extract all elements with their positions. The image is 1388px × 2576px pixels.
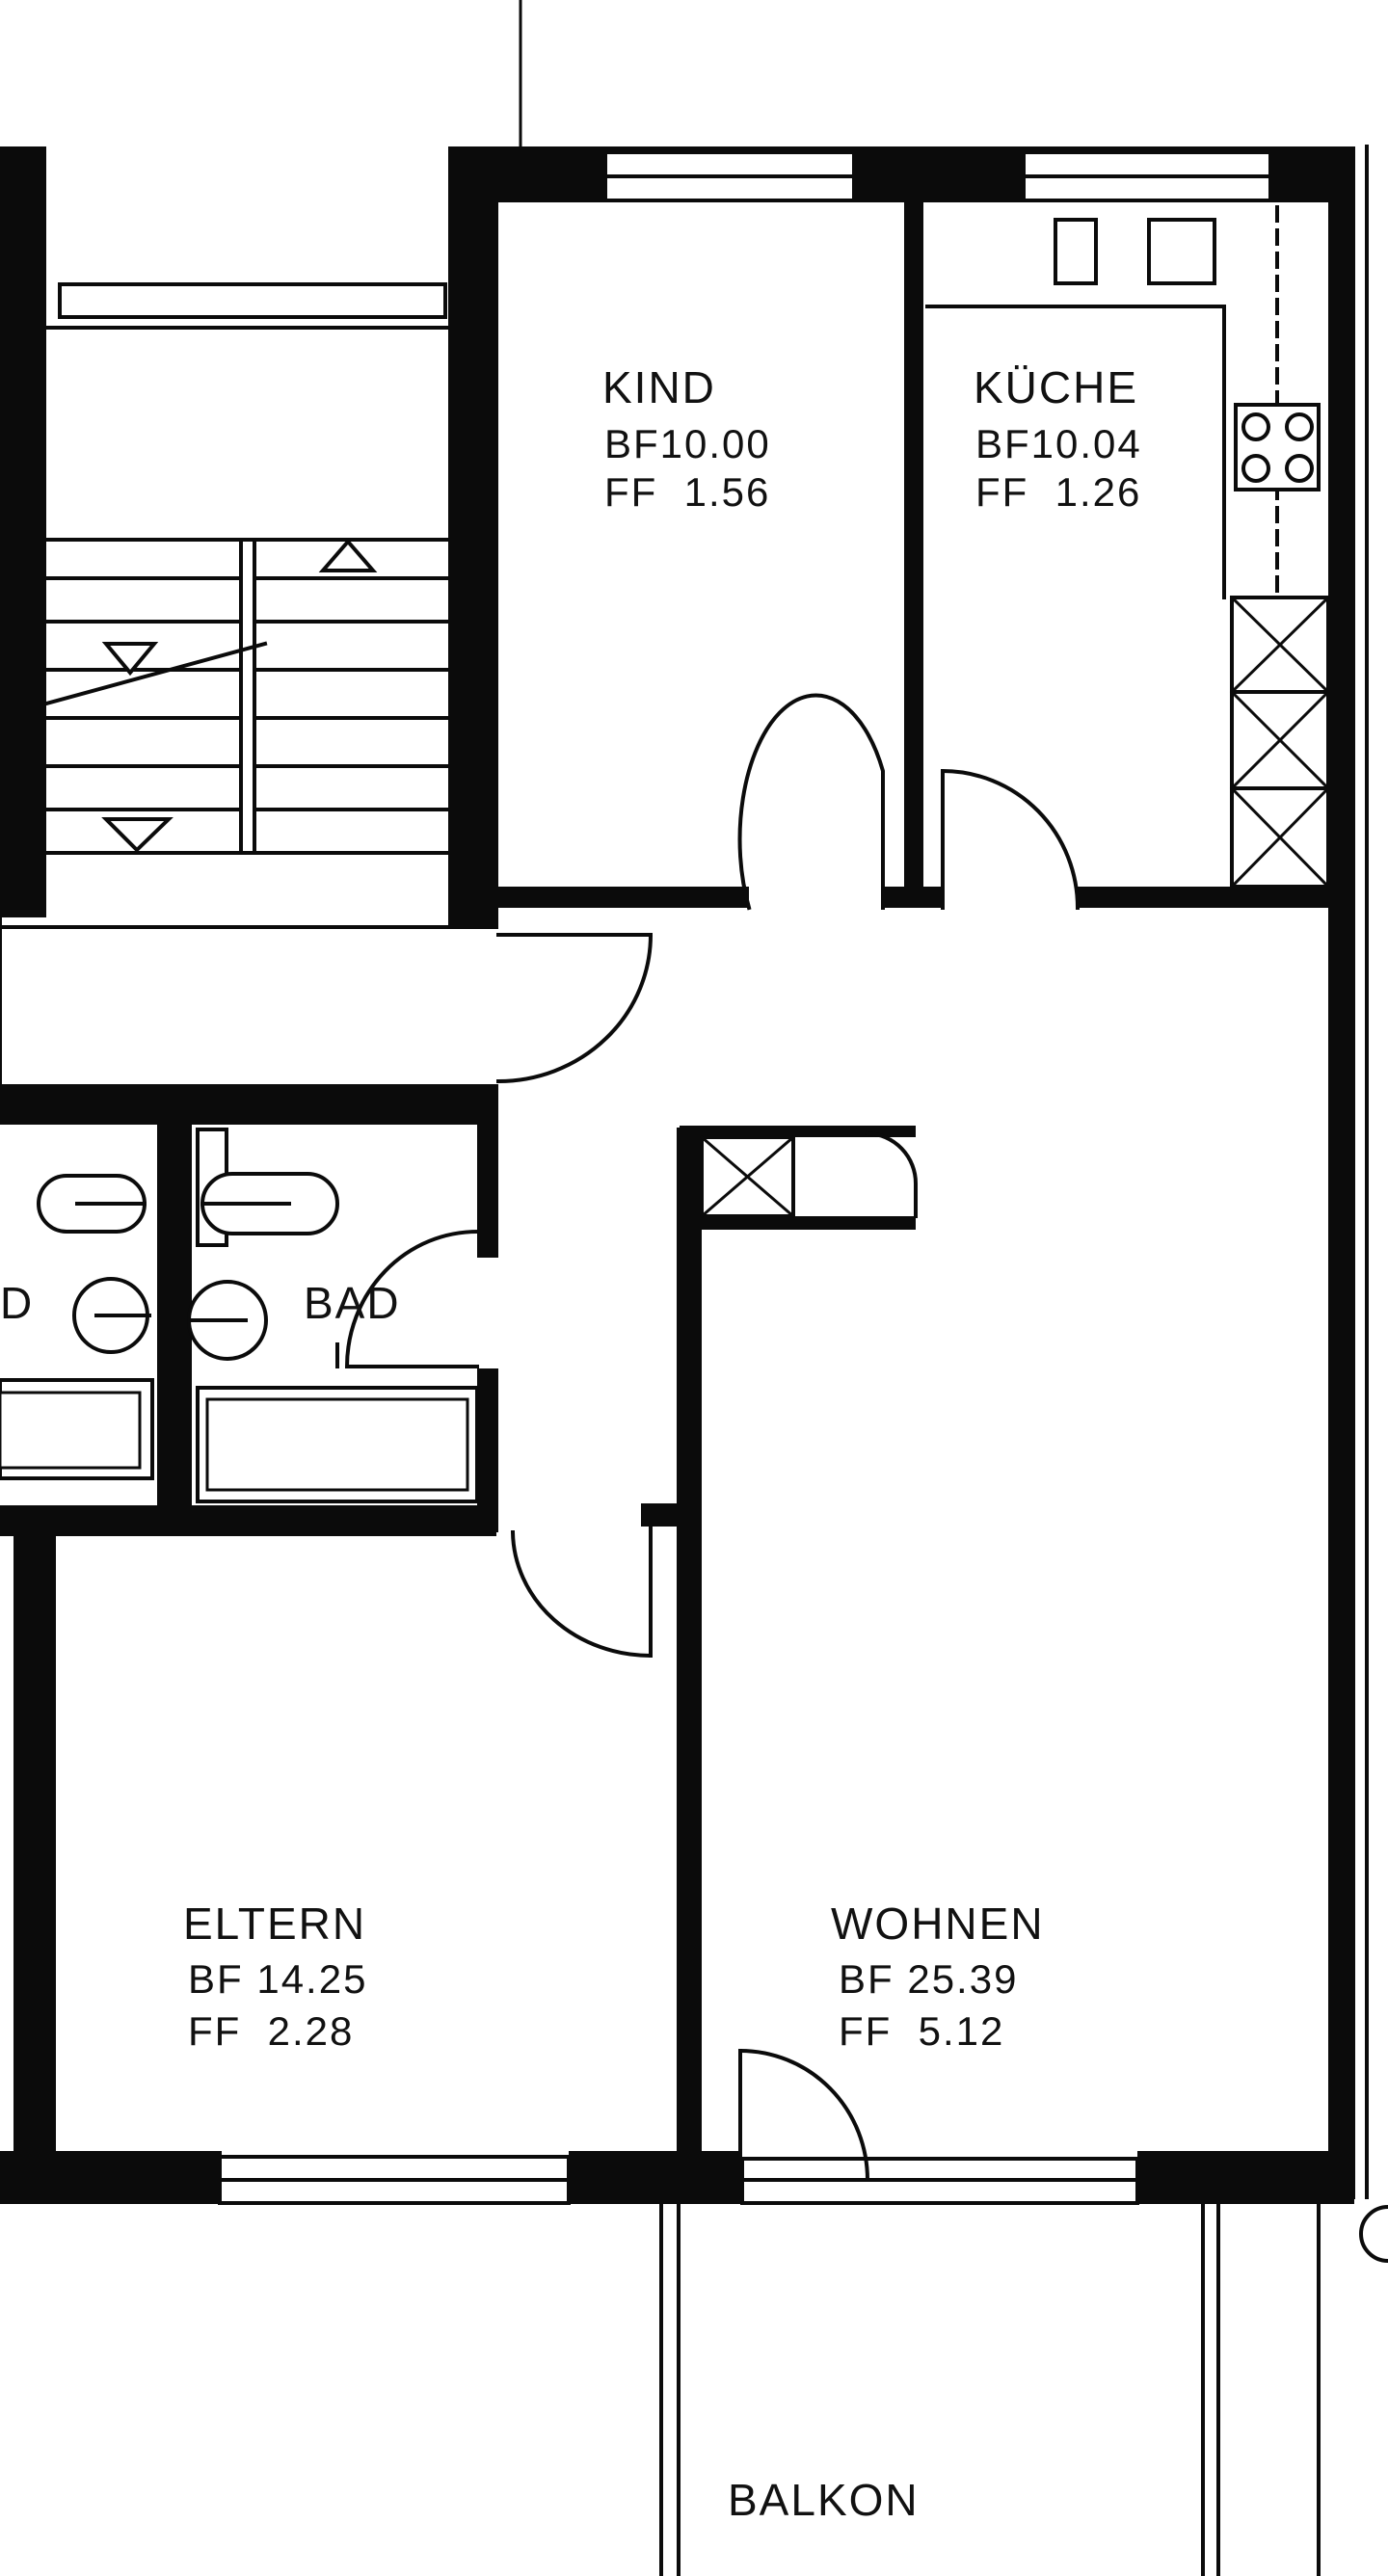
stair-handrail bbox=[239, 538, 256, 855]
sink-icon bbox=[1054, 218, 1098, 285]
wall-stair-right bbox=[448, 146, 498, 927]
room-name-bad-left: D bbox=[0, 1278, 34, 1328]
room-name-bad: BAD bbox=[304, 1278, 401, 1328]
room-ff-kind: FF 1.56 bbox=[604, 469, 770, 515]
stair-arrow-up-icon bbox=[318, 538, 378, 572]
room-bf-eltern: BF 14.25 bbox=[188, 1956, 367, 2002]
wall-wardrobe-top bbox=[680, 1126, 916, 1137]
stair-landing-top bbox=[58, 282, 447, 319]
kitchen-cabinet-cross bbox=[1229, 689, 1331, 791]
room-ff-kueche: FF 1.26 bbox=[975, 469, 1141, 515]
downpipe-icon bbox=[1359, 2204, 1388, 2264]
bathtub-inner bbox=[0, 1391, 142, 1470]
room-ff-eltern: FF 2.28 bbox=[188, 2008, 354, 2054]
eltern-door bbox=[510, 1526, 654, 1659]
wall-kind-bottom bbox=[498, 887, 749, 908]
room-name-wohnen: WOHNEN bbox=[831, 1899, 1045, 1949]
stove-burner-icon bbox=[1285, 412, 1314, 441]
room-bf-wohnen: BF 25.39 bbox=[839, 1956, 1018, 2002]
wall-bath-right bbox=[477, 1084, 498, 1258]
sink-icon bbox=[1147, 218, 1216, 285]
wall-wardrobe-bottom bbox=[680, 1216, 916, 1230]
room-name-balkon: BALKON bbox=[728, 2475, 920, 2525]
stair-arrow-down-icon bbox=[101, 642, 159, 677]
stove-burner-icon bbox=[1241, 454, 1270, 483]
bathtub-inner bbox=[205, 1397, 469, 1492]
staircase bbox=[0, 282, 498, 1086]
room-labels: KIND BF10.00 FF 1.56 KÜCHE BF10.04 FF 1.… bbox=[0, 362, 1142, 2525]
eltern-door-swing bbox=[510, 1529, 654, 1659]
stove-burner-icon bbox=[1285, 454, 1314, 483]
shaft-cross bbox=[699, 1134, 796, 1219]
room-doors bbox=[737, 693, 1081, 911]
balcony-door bbox=[737, 2048, 870, 2183]
room-name-kind: KIND bbox=[602, 362, 716, 412]
bathrooms bbox=[0, 1128, 480, 1503]
walls bbox=[0, 146, 1355, 2204]
wall-kind-bottom-mid bbox=[883, 887, 943, 908]
windows bbox=[218, 145, 1369, 2205]
wall-stair-left bbox=[0, 146, 46, 917]
wall-eltern-top bbox=[0, 1505, 496, 1536]
entry-door bbox=[495, 932, 654, 1084]
wall-wohnen-left bbox=[677, 1128, 702, 2183]
wardrobe-door-swing bbox=[865, 1130, 918, 1218]
stair-direction-line bbox=[43, 641, 268, 706]
door-kueche-swing bbox=[941, 768, 1081, 911]
wall-kueche-bottom bbox=[1078, 887, 1330, 908]
stove-burner-icon bbox=[1241, 412, 1270, 441]
wardrobe bbox=[699, 1130, 918, 1219]
wall-right bbox=[1328, 146, 1355, 2199]
kitchen-counter-outline bbox=[925, 305, 1226, 599]
wall-hall-bath-top bbox=[0, 1084, 496, 1125]
wall-bath-partition bbox=[157, 1123, 192, 1508]
room-name-kueche: KÜCHE bbox=[974, 362, 1138, 412]
room-ff-wohnen: FF 5.12 bbox=[839, 2008, 1004, 2054]
wall-bath-right-lower bbox=[477, 1368, 498, 1532]
kitchen-cabinet-cross bbox=[1229, 595, 1331, 695]
room-name-eltern: ELTERN bbox=[183, 1899, 366, 1949]
wall-eltern-left bbox=[13, 1536, 56, 2163]
balcony-door-swing bbox=[737, 2048, 870, 2183]
entry-door-swing bbox=[495, 932, 654, 1084]
wall-bottom-right bbox=[1137, 2151, 1354, 2204]
wall-kind-kueche bbox=[904, 202, 923, 906]
stair-arrow-down-icon bbox=[101, 817, 174, 853]
kitchen-fittings bbox=[925, 205, 1331, 890]
room-bf-kueche: BF10.04 bbox=[975, 421, 1142, 466]
wall-bottom-left bbox=[0, 2151, 222, 2204]
bath-door-swing bbox=[344, 1229, 480, 1368]
kitchen-cabinet-cross bbox=[1229, 785, 1331, 890]
wall-bottom-mid bbox=[569, 2151, 742, 2204]
door-kind-swing bbox=[737, 693, 885, 911]
balcony bbox=[659, 2202, 1388, 2576]
wall-hall-stub bbox=[641, 1503, 680, 1527]
room-bf-kind: BF10.00 bbox=[604, 421, 771, 466]
